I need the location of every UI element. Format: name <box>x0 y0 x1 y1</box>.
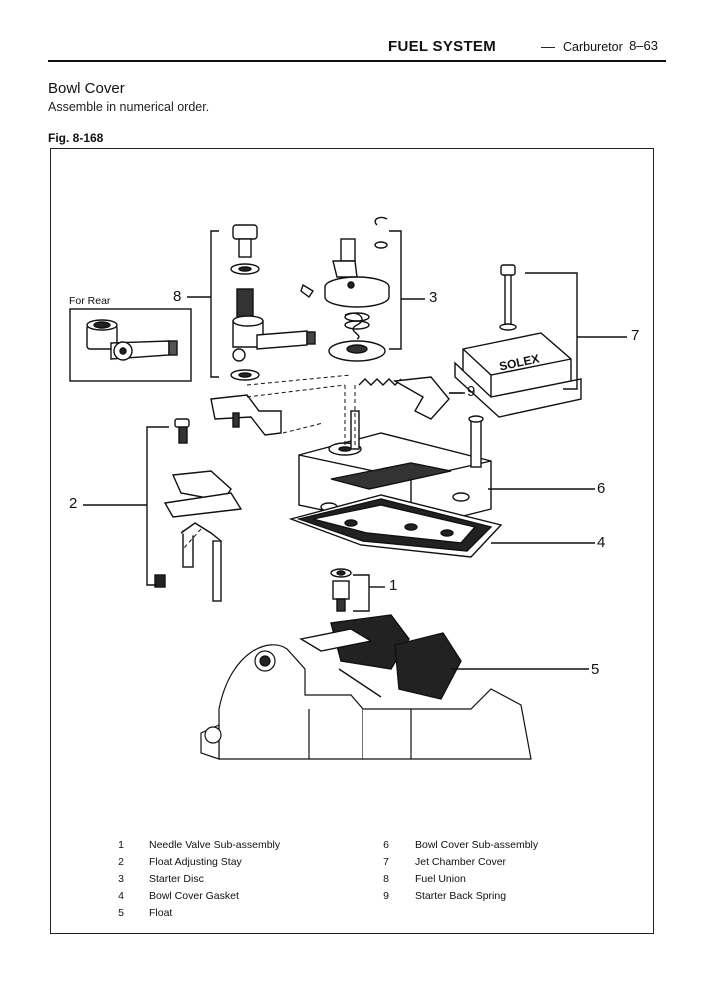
assembly-guide-lines <box>182 374 356 550</box>
fuel-union-parts-drawing <box>230 224 316 381</box>
page-number: 8–63 <box>629 38 658 53</box>
callout-1: 1 <box>389 577 398 594</box>
section-title: FUEL SYSTEM <box>388 38 497 55</box>
page-title: Bowl Cover <box>48 80 125 97</box>
bowl-cover-gasket-drawing <box>288 494 503 558</box>
parts-legend: 1 Needle Valve Sub-assembly 2 Float Adju… <box>118 839 539 919</box>
callout-3: 3 <box>429 289 438 306</box>
for-rear-label: For Rear <box>69 295 111 307</box>
carburetor-body-drawing <box>200 644 532 760</box>
callout-2: 2 <box>69 495 78 512</box>
header-rule <box>48 60 666 62</box>
instruction-text: Assemble in numerical order. <box>48 100 210 114</box>
float-drawing <box>299 614 462 700</box>
callout-8: 8 <box>173 288 182 305</box>
rear-fuel-union-drawing <box>86 319 178 361</box>
for-rear-inset-box <box>69 308 192 382</box>
figure-frame: SOLEX <box>50 148 654 934</box>
starter-linkage-drawing <box>154 394 282 602</box>
needle-valve-drawing <box>330 568 352 612</box>
exploded-view-drawing: SOLEX <box>69 216 627 760</box>
starter-back-spring-drawing <box>358 376 463 420</box>
starter-disc-parts-drawing <box>300 216 390 362</box>
page-header: FUEL SYSTEM — Carburetor 8–63 <box>48 36 666 60</box>
callout-4: 4 <box>597 534 606 551</box>
callout-7: 7 <box>631 327 640 344</box>
callout-5: 5 <box>591 661 600 678</box>
callout-6: 6 <box>597 480 606 497</box>
callout-9: 9 <box>467 383 476 400</box>
subsection-title: Carburetor <box>563 40 623 54</box>
header-dash: — <box>541 38 555 54</box>
figure-label: Fig. 8-168 <box>48 131 104 145</box>
jet-chamber-cover-drawing: SOLEX <box>454 264 582 418</box>
